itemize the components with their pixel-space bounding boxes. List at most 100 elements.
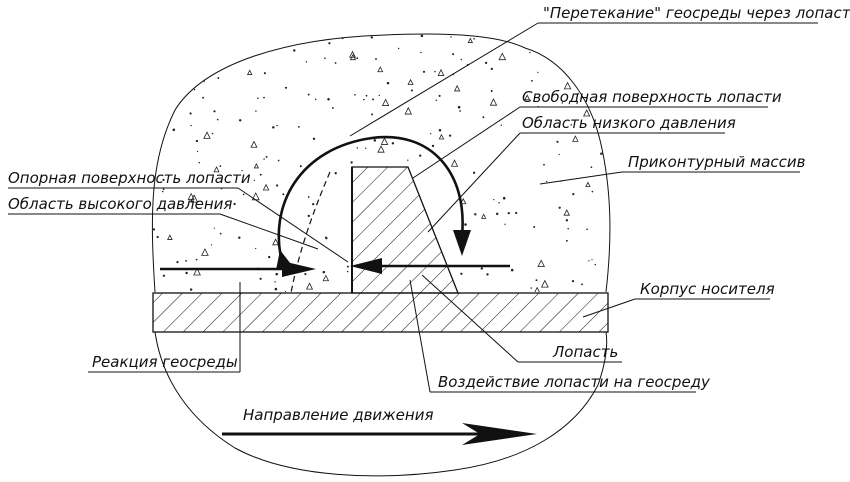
mass-speckle [480, 267, 483, 270]
mass-speckle [307, 196, 310, 198]
blade-action-label: Воздействие лопасти на геосреду [438, 373, 711, 391]
mass-speckle [586, 228, 588, 231]
mass-speckle [241, 169, 243, 172]
mass-speckle [246, 69, 253, 75]
mass-speckle [515, 211, 518, 215]
mass-speckle [459, 110, 461, 112]
mass-speckle [422, 70, 426, 73]
mass-speckle [187, 192, 195, 200]
mass-speckle [570, 124, 573, 126]
mass-speckle [238, 236, 241, 239]
mass-speckle [277, 46, 280, 48]
free-surface-label: Свободная поверхность лопасти [522, 88, 782, 106]
mass-speckle [570, 64, 573, 67]
mass-speckle [545, 180, 548, 183]
mass-speckle [325, 236, 327, 238]
mass-speckle [354, 93, 356, 96]
mass-speckle [219, 165, 222, 167]
mass-speckle [196, 37, 200, 41]
mass-speckle [263, 158, 265, 160]
lower-contour-outline [154, 331, 608, 477]
mass-speckle [238, 119, 242, 122]
mass-speckle [537, 71, 539, 74]
mass-speckle [265, 155, 268, 158]
mass-speckle [381, 98, 390, 106]
mass-speckle [262, 183, 270, 191]
mass-speckle [277, 159, 280, 162]
mass-speckle [276, 124, 278, 127]
mass-speckle [588, 82, 591, 85]
mass-speckle [299, 165, 302, 168]
mass-speckle [438, 128, 442, 132]
mass-speckle [158, 113, 160, 116]
mass-speckle [257, 97, 259, 100]
mass-speckle [489, 98, 498, 106]
mass-speckle [435, 99, 438, 102]
mass-speckle [219, 232, 222, 235]
mass-speckle [162, 274, 166, 277]
mass-speckle [242, 193, 245, 196]
blade-action-arrowhead [350, 258, 382, 274]
mass-speckle [314, 98, 317, 101]
mass-speckle [213, 110, 216, 113]
near-contour-mass-outline [151, 33, 611, 293]
mass-speckle [460, 272, 463, 275]
mass-speckle [196, 150, 199, 153]
mass-speckle [167, 234, 173, 240]
mass-speckle [567, 227, 569, 230]
mass-speckle [198, 161, 201, 164]
mass-speckle [341, 36, 344, 40]
mass-speckle [495, 212, 499, 216]
mass-speckle [571, 279, 575, 283]
mass-speckle [531, 79, 533, 82]
mass-speckle [581, 283, 583, 286]
mass-speckle [187, 51, 189, 54]
overflow-arc-arrow [277, 135, 464, 263]
mass-speckle [577, 92, 579, 95]
carrier-body [152, 292, 609, 333]
mass-speckle [201, 248, 209, 256]
mass-speckle [481, 213, 487, 219]
mass-speckle [259, 173, 262, 176]
mass-speckle [533, 286, 541, 292]
mass-speckle [504, 223, 506, 225]
reaction-label: Реакция геосреды [92, 353, 238, 371]
mass-speckle [540, 279, 549, 288]
mass-speckle [513, 40, 515, 43]
mass-speckle [259, 277, 262, 280]
mass-speckle [175, 100, 178, 102]
mass-speckle [331, 106, 334, 109]
mass-speckle [349, 50, 356, 58]
mass-speckle [195, 258, 198, 261]
mass-speckle [307, 93, 310, 96]
leader-lines [8, 22, 818, 393]
mass-speckle [438, 94, 441, 97]
mass-speckle [431, 144, 435, 148]
mass-speckle [473, 37, 475, 40]
mass-speckle [181, 75, 184, 78]
mass-speckle [375, 57, 377, 60]
mass-speckle [524, 94, 531, 101]
mass-speckle [535, 279, 538, 282]
mass-speckle [438, 133, 445, 140]
mass-speckle [563, 61, 565, 63]
mass-speckle [588, 260, 590, 262]
mass-speckle [195, 139, 199, 143]
mass-speckle [430, 133, 432, 135]
mass-speckle [162, 190, 164, 193]
mass-speckle [350, 161, 353, 164]
mass-speckle [300, 40, 304, 44]
mass-speckle [346, 265, 349, 268]
mass-speckle [152, 126, 155, 129]
overflow-dashed-path [290, 171, 331, 294]
mass-speckle [594, 263, 597, 266]
carrier-body-label: Корпус носителя [640, 280, 775, 298]
mass-speckle [377, 145, 385, 153]
mass-speckle [284, 290, 287, 292]
mass-speckle [327, 97, 330, 101]
mass-speckle [590, 166, 593, 169]
mass-speckle [467, 37, 474, 43]
mass-speckle [298, 126, 300, 128]
mass-speckle [172, 128, 176, 132]
mass-speckle [189, 112, 192, 115]
